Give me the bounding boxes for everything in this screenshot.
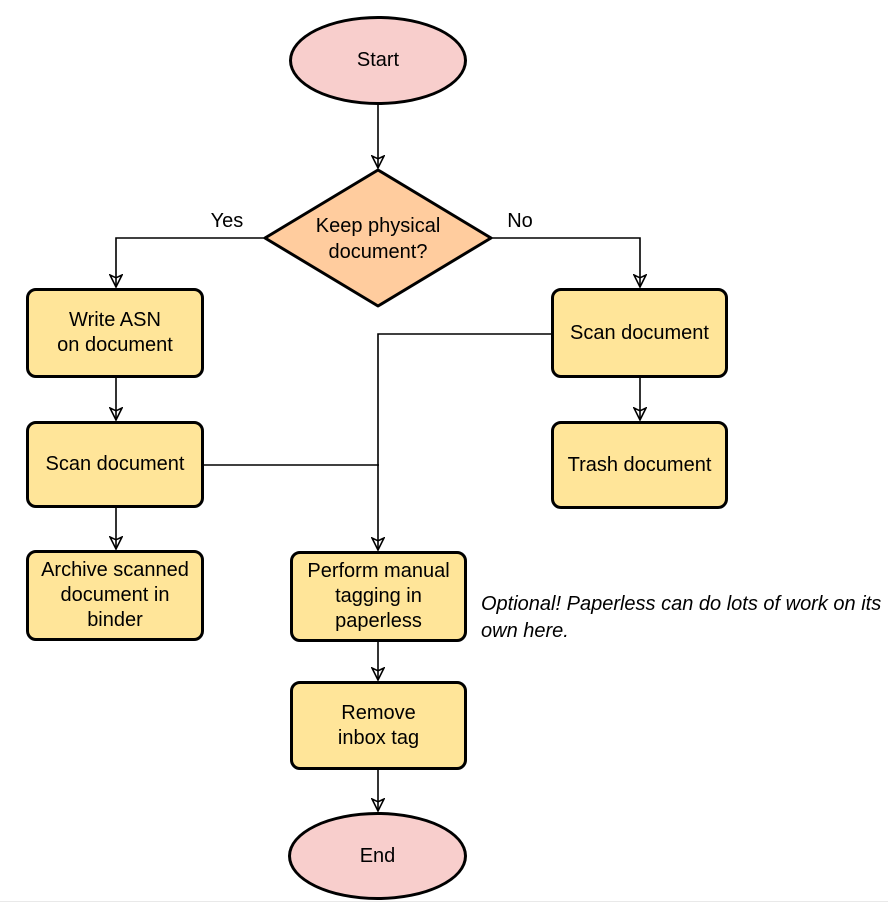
node-remove-inbox-tag-label: Remove inbox tag	[337, 701, 420, 749]
node-archive-binder-label: Archive scanned document in binder	[41, 559, 189, 631]
node-write-asn-label: Write ASN on document	[57, 309, 173, 356]
optional-note: Optional! Paperless can do lots of work …	[481, 593, 882, 642]
edge-scan-right-to-perform-tagging	[378, 333, 551, 550]
node-scan-document-left-label: Scan document	[45, 453, 185, 475]
node-trash-document: Trash document	[551, 421, 728, 509]
node-trash-document-label: Trash document	[567, 453, 712, 476]
node-start: Start	[289, 16, 467, 105]
edge-decision-no-to-scan-right	[491, 237, 640, 287]
node-scan-document-right-label: Scan document	[570, 321, 709, 344]
node-scan-document-right: Scan document	[551, 288, 728, 378]
node-end-label: End	[359, 844, 396, 867]
node-remove-inbox-tag: Remove inbox tag	[290, 681, 467, 770]
edge-decision-yes-to-write-asn	[116, 237, 265, 287]
node-write-asn: Write ASN on document	[26, 288, 204, 378]
node-start-label: Start	[356, 49, 400, 71]
node-decision-label: Keep physical document?	[315, 215, 441, 263]
edge-label-no: No	[499, 211, 541, 231]
node-end: End	[288, 812, 467, 900]
bottom-divider	[0, 901, 888, 902]
edge-label-yes: Yes	[203, 211, 251, 231]
node-perform-tagging: Perform manual tagging in paperless	[290, 551, 467, 642]
node-perform-tagging-label: Perform manual tagging in paperless	[307, 560, 450, 632]
node-archive-binder: Archive scanned document in binder	[26, 550, 204, 641]
node-scan-document-left: Scan document	[26, 421, 204, 508]
